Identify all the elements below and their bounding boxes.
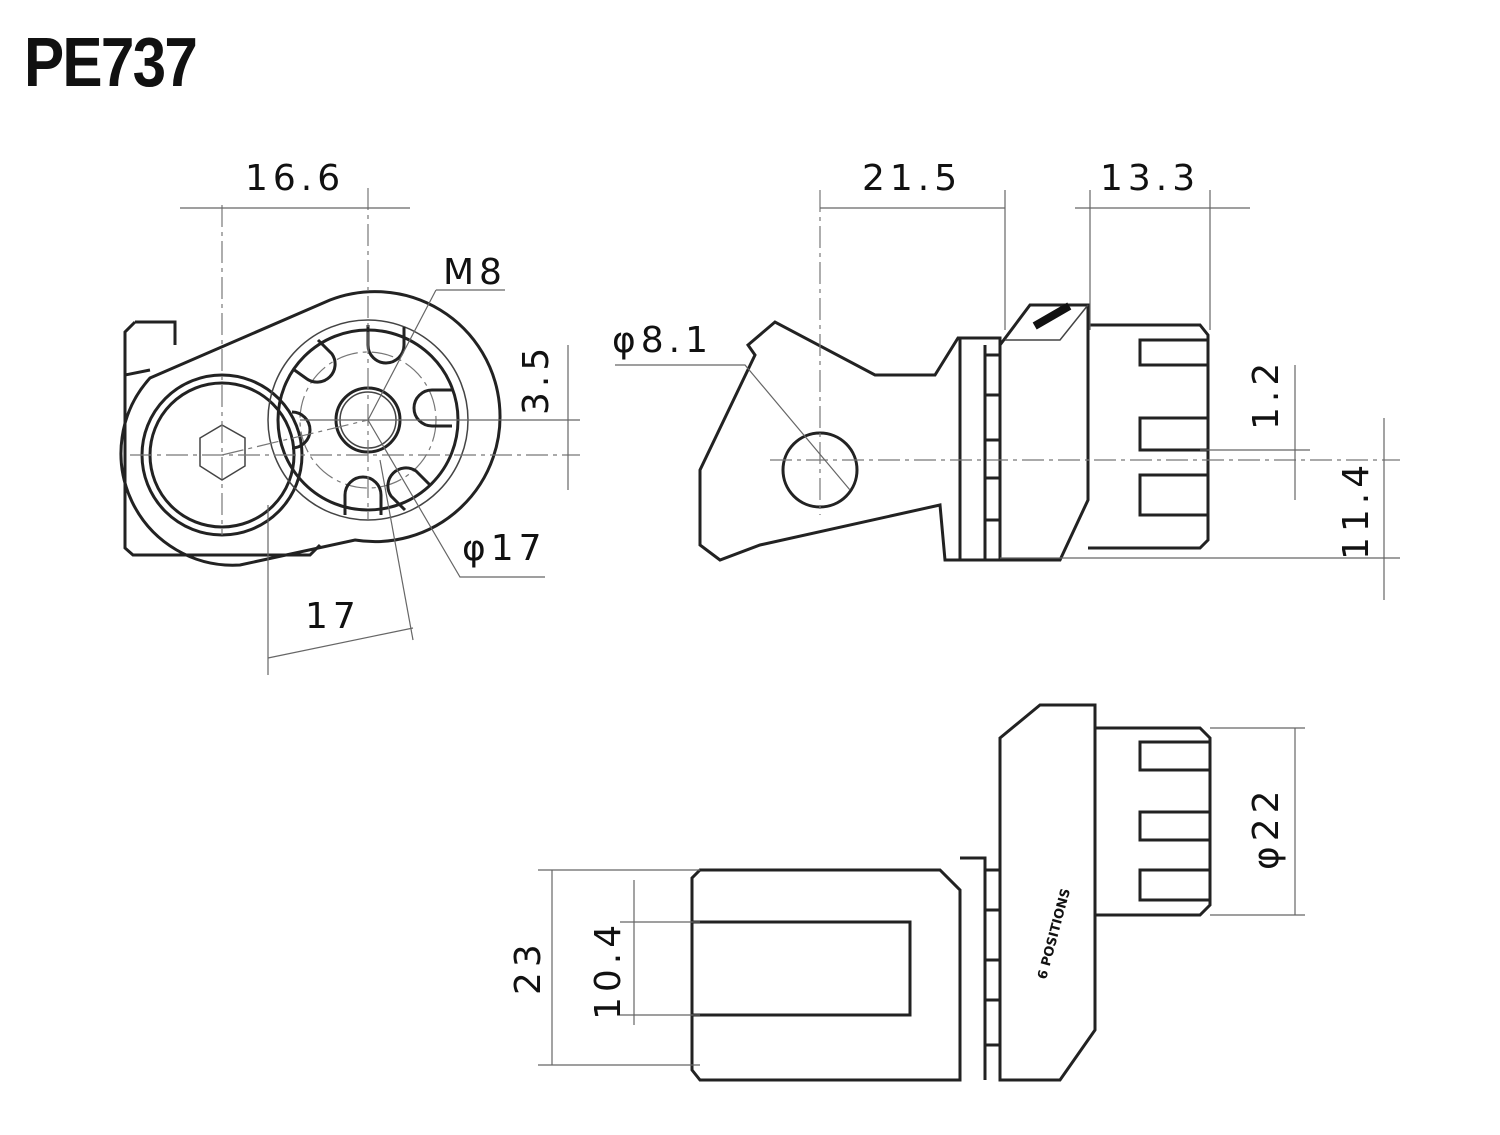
dim-fork-width: 23 bbox=[508, 939, 549, 995]
dim-offset-v: 3.5 bbox=[516, 343, 557, 415]
dim-height: 11.4 bbox=[1336, 460, 1377, 560]
positions-label: 6 POSITIONS bbox=[1035, 887, 1074, 981]
front-view bbox=[119, 188, 580, 675]
dim-diameter-17: φ17 bbox=[462, 528, 547, 569]
dim-spline-diameter: φ22 bbox=[1246, 785, 1287, 870]
dim-front-width: 16.6 bbox=[245, 158, 345, 199]
side-view bbox=[615, 190, 1400, 600]
dim-hole-diameter: φ8.1 bbox=[612, 320, 713, 361]
brand-logo bbox=[1032, 302, 1072, 330]
dim-spline-length: 13.3 bbox=[1100, 158, 1200, 199]
dim-fork-gap: 10.4 bbox=[588, 920, 629, 1020]
part-number-title: PE737 bbox=[24, 23, 198, 101]
dim-eccentric: 17 bbox=[305, 596, 361, 637]
top-view bbox=[538, 703, 1305, 1082]
detent-slots bbox=[291, 325, 452, 515]
dim-thread: M8 bbox=[443, 252, 507, 293]
dim-offset-small: 1.2 bbox=[1246, 358, 1287, 430]
dim-side-length: 21.5 bbox=[862, 158, 962, 199]
